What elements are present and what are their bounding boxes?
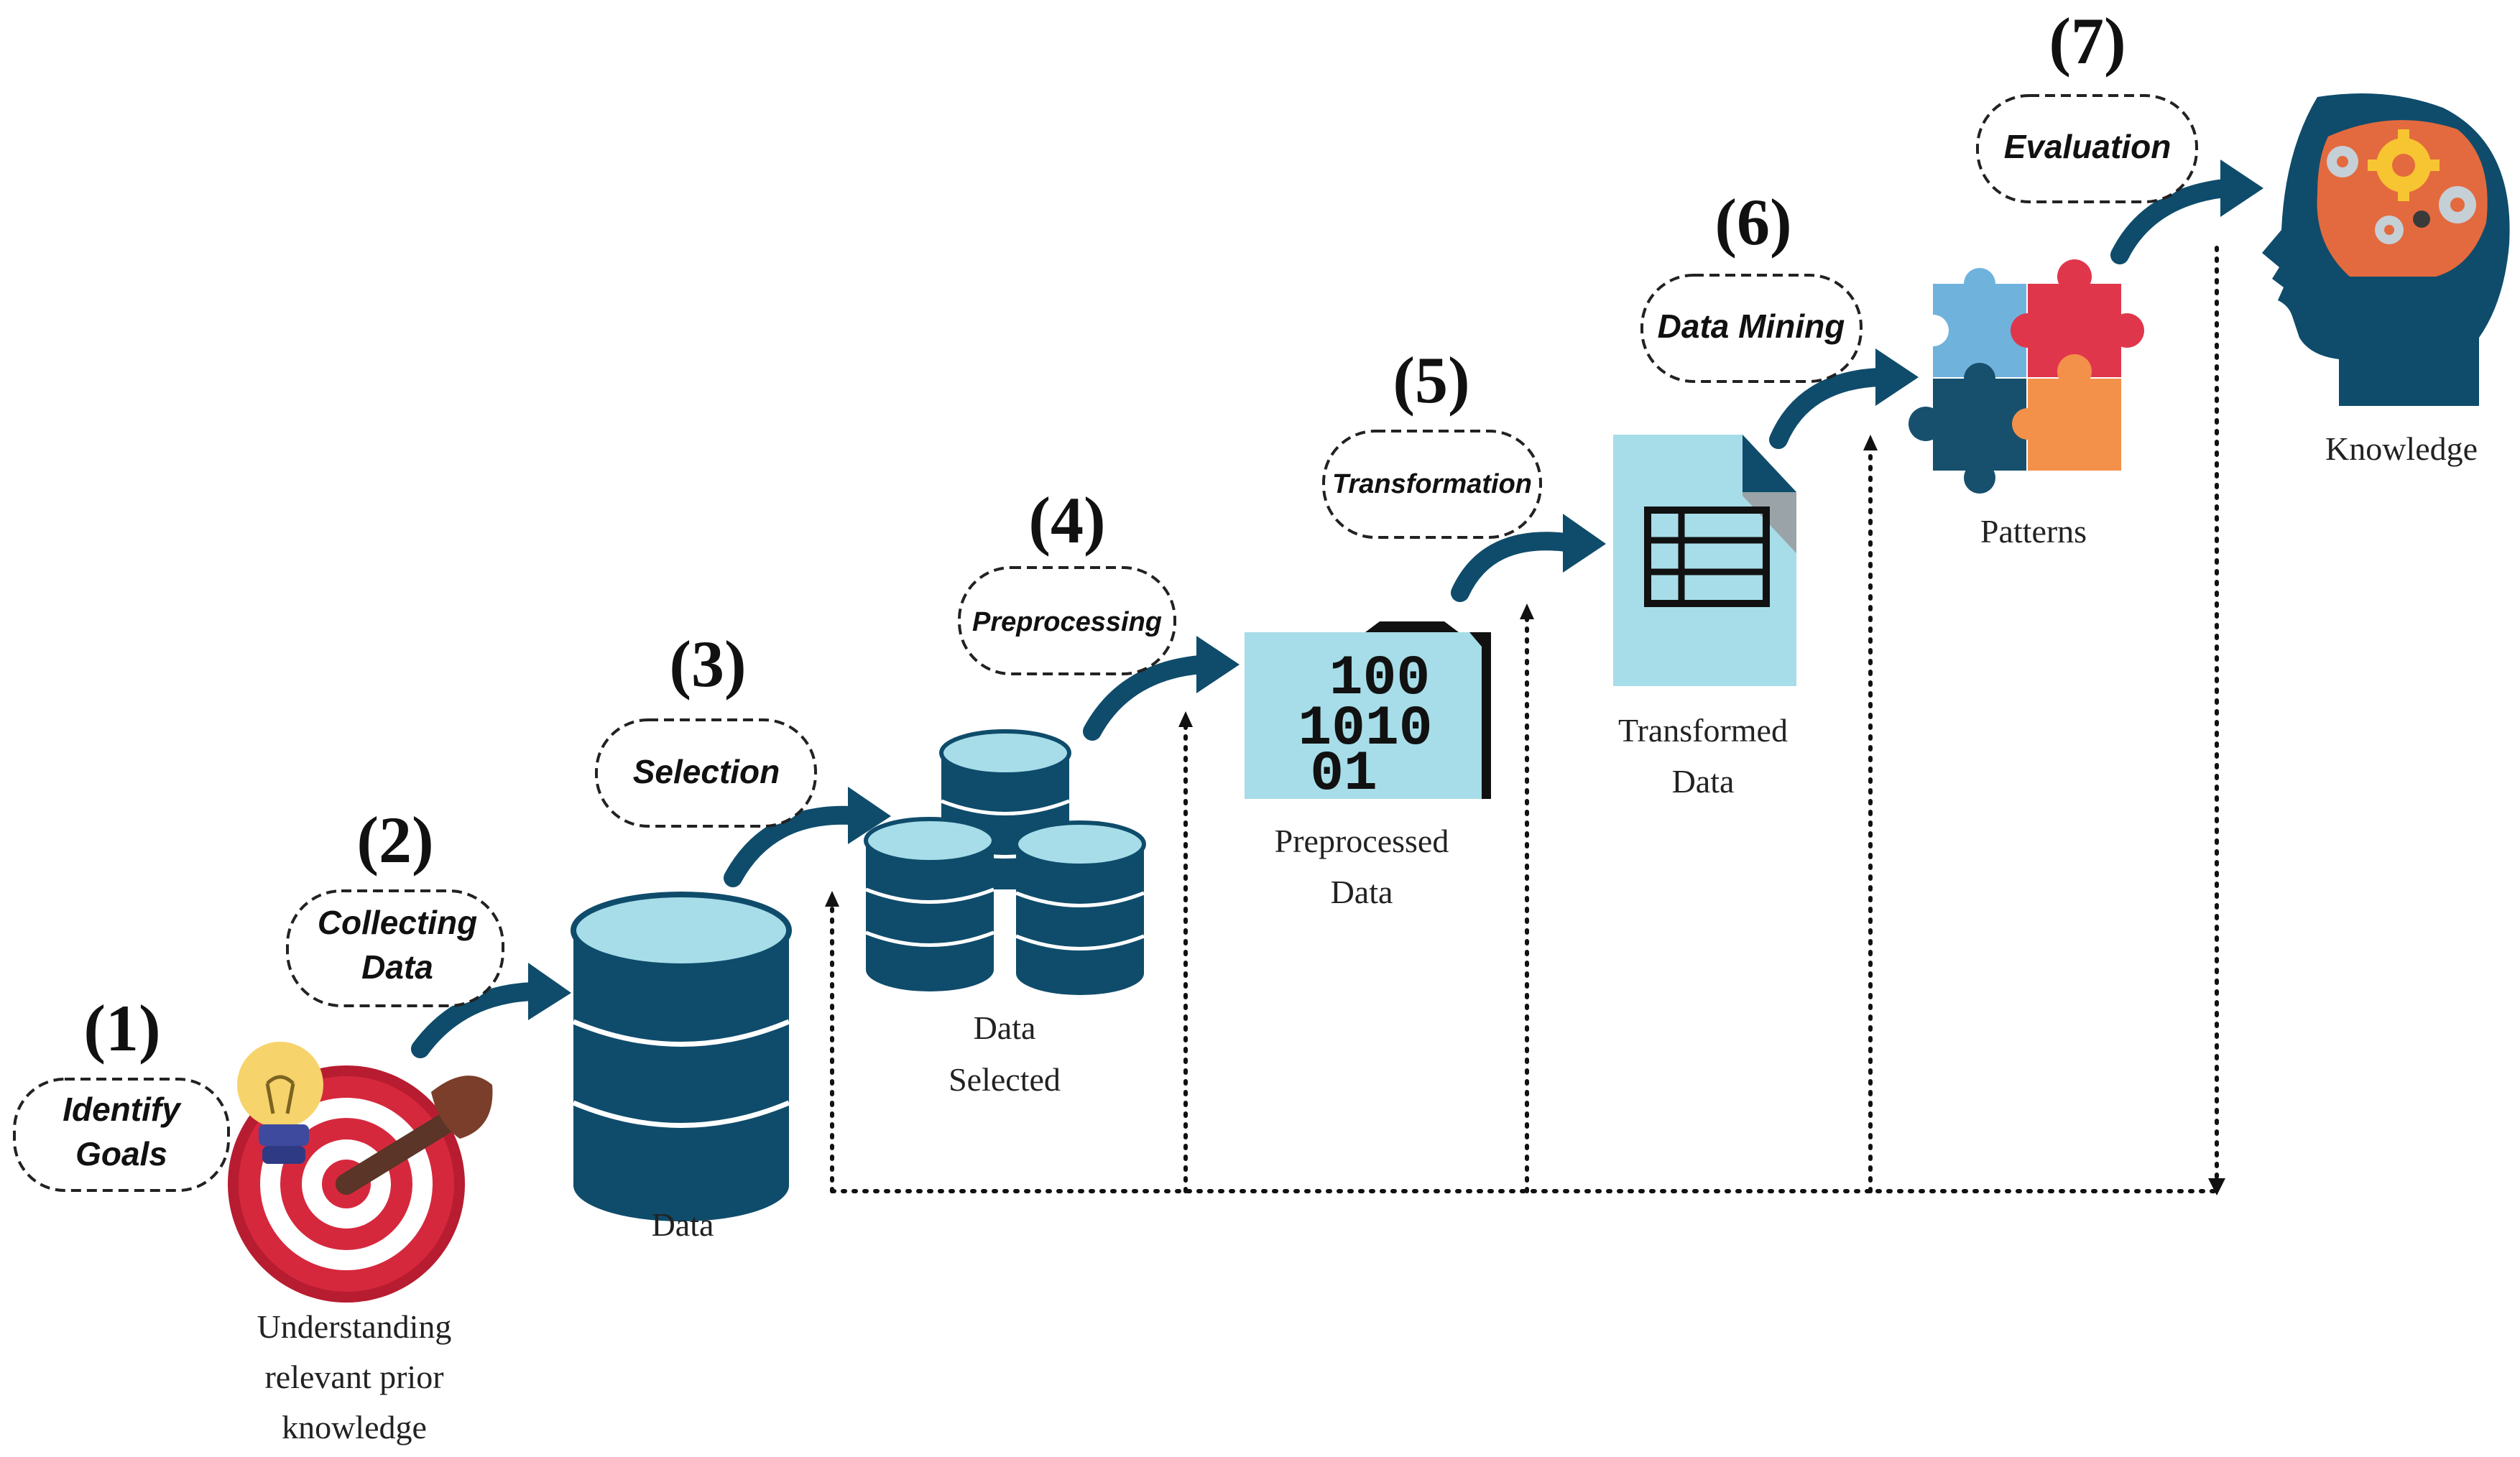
step-label-pill	[958, 566, 1176, 675]
bits-line: 100	[1329, 647, 1430, 711]
bits-line: 01	[1310, 743, 1377, 806]
step-label-line: Transformation	[1332, 469, 1532, 499]
step-caption: Data	[974, 1009, 1036, 1046]
step-label-pill	[286, 889, 504, 1007]
step-label-pill	[13, 1078, 230, 1192]
step-label-line: Selection	[633, 753, 780, 790]
head-gears-icon	[2262, 93, 2510, 406]
step-label-pill	[1322, 430, 1542, 539]
step-label-line: Preprocessing	[972, 607, 1162, 637]
step-label-line: Data	[361, 948, 433, 986]
step-number: (4)	[1028, 484, 1105, 557]
step-label-line: Goals	[75, 1135, 167, 1172]
feedback-arrowheads	[825, 435, 2225, 1195]
step-label-line: Data Mining	[1658, 307, 1845, 345]
step-number: (1)	[83, 991, 160, 1065]
arrow-3-4	[1083, 655, 1209, 741]
step-caption: Preprocessed	[1275, 823, 1449, 859]
puzzle-icon	[1909, 259, 2144, 494]
step-number: (3)	[669, 627, 746, 700]
step-label-pill	[1976, 94, 2198, 203]
progress-arrows	[411, 179, 2233, 1058]
table-document-icon	[1613, 435, 1796, 686]
feedback-loop	[830, 246, 2219, 1193]
step-5: (5) Transformation Transformed Data	[1322, 343, 1796, 800]
arrowhead-step4	[1178, 711, 1193, 727]
bits-line: 1010	[1298, 698, 1432, 761]
arrow-1-2	[411, 982, 541, 1058]
arrowhead-step5	[1520, 603, 1534, 619]
arrowhead-step3	[825, 891, 839, 907]
step-caption: Data	[1331, 874, 1393, 910]
step-label-pill	[595, 718, 817, 828]
arrow-6-7	[2110, 179, 2233, 264]
arrow-5-6	[1769, 368, 1888, 449]
step-4: (4) Preprocessing 100 1010 01 Preprocess…	[958, 484, 1491, 910]
binary-folder-icon: 100 1010 01	[1245, 621, 1491, 806]
step-caption: Transformed	[1618, 712, 1788, 749]
step-caption: Knowledge	[2325, 430, 2478, 467]
arrowhead-knowledge	[2208, 1178, 2225, 1195]
progress-arrowheads	[528, 159, 2263, 1020]
step-caption: Data	[1672, 763, 1735, 800]
step-caption: Selected	[949, 1061, 1061, 1098]
arrow-2-3	[724, 805, 861, 887]
step-label-line: Identify	[63, 1091, 182, 1128]
step-caption: Patterns	[1980, 513, 2087, 550]
target-icon	[228, 1042, 493, 1303]
step-caption: knowledge	[282, 1409, 427, 1446]
step-label-pill	[1640, 274, 1863, 383]
step-2: (2) Collecting Data Data	[286, 803, 792, 1243]
step-number: (5)	[1393, 343, 1469, 417]
arrow-4-5	[1451, 532, 1576, 602]
database-icon	[571, 892, 792, 1221]
step-caption: Understanding	[257, 1308, 452, 1345]
step-number: (2)	[356, 803, 433, 876]
step-label-line: Collecting	[318, 904, 477, 941]
step-number: (6)	[1714, 185, 1791, 259]
step-3: (3) Selection Data Selected	[595, 627, 1146, 1098]
step-1: (1) Identify Goals Understanding relevan…	[13, 991, 493, 1446]
arrowhead-step6	[1863, 435, 1878, 450]
step-number: (7)	[2049, 4, 2126, 78]
step-label-line: Evaluation	[2004, 128, 2171, 165]
step-caption: Data	[652, 1206, 714, 1243]
databases-icon	[864, 729, 1146, 995]
step-7: (7) Evaluation Knowledge	[1976, 4, 2510, 467]
step-6: (6) Data Mining Patterns	[1640, 185, 2144, 550]
step-caption: relevant prior	[264, 1359, 443, 1395]
